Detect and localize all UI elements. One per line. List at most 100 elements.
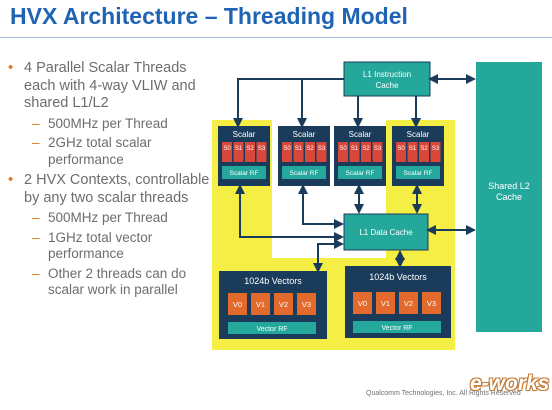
- shared-l2-cache: [476, 62, 542, 332]
- scalar-rf: [222, 166, 266, 179]
- sub-bullet-item: –2GHz total scalar performance: [8, 135, 220, 168]
- scalar-slot: [430, 142, 441, 162]
- vector-slot-label: V0: [233, 300, 242, 309]
- scalar-unit: Scalar S0 S1 S2 S3 Scalar RF: [334, 126, 386, 186]
- scalar-unit: Scalar S0 S1 S2 S3 Scalar RF: [218, 126, 270, 186]
- footer-copyright: Qualcomm Technologies, Inc. All Rights R…: [366, 390, 521, 397]
- vector-slot-label: V0: [358, 299, 367, 308]
- scalar-slot: [222, 142, 232, 162]
- title-divider: [0, 37, 552, 38]
- bullet-text: 2 HVX Contexts, controllable by any two …: [24, 172, 210, 206]
- vector-unit-title: 1024b Vectors: [369, 272, 427, 282]
- scalar-unit: Scalar S0 S1 S2 S3 Scalar RF: [278, 126, 330, 186]
- vector-slot-label: V2: [279, 300, 288, 309]
- vector-slot: [353, 292, 372, 314]
- scalar-slot-label: S0: [397, 146, 405, 152]
- scalar-unit-title: Scalar: [293, 130, 316, 139]
- scalar-slot: [233, 142, 244, 162]
- scalar-slot-label: S1: [295, 146, 303, 152]
- icache-fetch-line: [233, 78, 344, 128]
- scalar-unit-title: Scalar: [233, 130, 256, 139]
- bullet-dot-icon: •: [8, 60, 14, 76]
- scalar-slot: [349, 142, 360, 162]
- scalar-rf-label: Scalar RF: [346, 170, 375, 177]
- scalar-slot: [338, 142, 348, 162]
- watermark-logo: e-works: [470, 372, 550, 395]
- l1-instruction-cache: [343, 61, 431, 97]
- bullet-dot-icon: •: [8, 172, 14, 188]
- bullet-list: • 4 Parallel Scalar Threads each with 4-w…: [8, 60, 220, 299]
- vector-rf-label: Vector RF: [381, 325, 412, 332]
- sub-bullet-text: 2GHz total scalar performance: [48, 135, 152, 167]
- vector-slot: [399, 292, 418, 314]
- sub-bullet-item: –500MHz per Thread: [8, 116, 220, 133]
- l1-data-cache: [343, 213, 429, 251]
- sub-bullet-text: Other 2 threads can do scalar work in pa…: [48, 265, 187, 298]
- scalar-slot-label: S0: [283, 146, 291, 152]
- l1-dcache-label: L1 Data Cache: [359, 228, 413, 237]
- scalar-slot-label: S3: [258, 146, 266, 152]
- scalar-slot: [396, 142, 406, 162]
- dash-icon: –: [32, 210, 40, 225]
- vector-unit: 1024b Vectors V0 V1 V2 V3 Vector RF: [219, 271, 327, 339]
- vector-slot-label: V3: [302, 300, 311, 309]
- dash-icon: –: [32, 229, 40, 245]
- scalar-rf: [282, 166, 326, 179]
- vector-rf: [353, 321, 441, 333]
- scalar-unit: Scalar S0 S1 S2 S3 Scalar RF: [392, 126, 444, 186]
- vector-to-dcache-line: [313, 239, 344, 273]
- vector-slot-label: V1: [256, 300, 265, 309]
- sub-bullet-item: –1GHz total vector performance: [8, 230, 220, 263]
- sub-bullet-text: 1GHz total vector performance: [48, 229, 153, 262]
- vector-slot-label: V3: [427, 299, 436, 308]
- l1-icache-label: L1 Instruction: [363, 70, 411, 79]
- scalar-slot: [245, 142, 255, 162]
- scalar-rf-label: Scalar RF: [290, 170, 319, 177]
- bullet-item: • 2 HVX Contexts, controllable by any two…: [8, 172, 220, 207]
- vector-slot: [228, 293, 247, 315]
- dash-icon: –: [32, 265, 40, 281]
- scalar-slot-label: S2: [362, 146, 370, 152]
- scalar-rf: [338, 166, 382, 179]
- scalar-slot-label: S2: [306, 146, 314, 152]
- vector-slot: [376, 292, 395, 314]
- scalar-slot: [256, 142, 267, 162]
- scalar-slot: [305, 142, 315, 162]
- scalar-slot: [372, 142, 383, 162]
- vector-slot: [274, 293, 293, 315]
- scalar-rf-label: Scalar RF: [404, 170, 433, 177]
- scalar-slot-label: S3: [318, 146, 326, 152]
- scalar-to-dcache-line: [298, 184, 344, 229]
- vector-slot: [297, 293, 316, 315]
- shared-l2-label: Shared L2: [488, 181, 530, 191]
- sub-bullet-item: –Other 2 threads can do scalar work in p…: [8, 266, 220, 299]
- vector-slot: [251, 293, 270, 315]
- scalar-to-dcache-line: [235, 184, 344, 242]
- scalar-slot: [407, 142, 418, 162]
- scalar-slot: [316, 142, 327, 162]
- sub-bullet-item: –500MHz per Thread: [8, 210, 220, 227]
- scalar-rf-label: Scalar RF: [230, 170, 259, 177]
- vector-slot-label: V1: [381, 299, 390, 308]
- scalar-slot: [282, 142, 292, 162]
- bullet-text: 4 Parallel Scalar Threads each with 4-wa…: [24, 60, 196, 111]
- scalar-unit-title: Scalar: [349, 130, 372, 139]
- sub-bullet-text: 500MHz per Thread: [48, 115, 168, 131]
- scalar-slot-label: S1: [235, 146, 243, 152]
- scalar-slot-label: S1: [351, 146, 359, 152]
- scalar-slot-label: S3: [432, 146, 440, 152]
- bullet-item: • 4 Parallel Scalar Threads each with 4-w…: [8, 60, 220, 113]
- dash-icon: –: [32, 135, 40, 150]
- vector-rf-label: Vector RF: [256, 326, 287, 333]
- scalar-slot-label: S0: [223, 146, 231, 152]
- scalar-unit-title: Scalar: [407, 130, 430, 139]
- scalar-rf: [396, 166, 440, 179]
- vector-slot-label: V2: [404, 299, 413, 308]
- scalar-slot-label: S2: [420, 146, 428, 152]
- vector-unit: 1024b Vectors V0 V1 V2 V3 Vector RF: [345, 266, 451, 338]
- l1-icache-label: Cache: [375, 81, 399, 90]
- scalar-slot: [361, 142, 371, 162]
- slide-title: HVX Architecture – Threading Model: [10, 3, 408, 29]
- scalar-slot-label: S1: [409, 146, 417, 152]
